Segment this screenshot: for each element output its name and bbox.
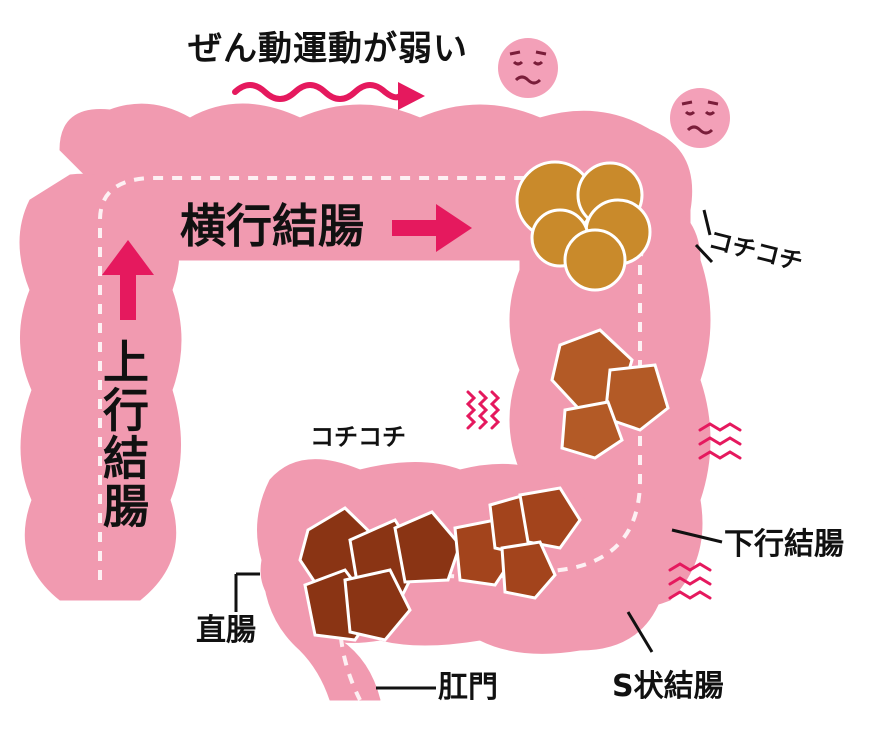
vibration-icon: [698, 422, 742, 460]
sad-face-icon: [498, 38, 558, 98]
arrow-up-icon: [102, 240, 154, 320]
label-transverse-colon: 横行結腸: [180, 199, 364, 253]
label-sigmoid-colon: S状結腸: [612, 669, 724, 704]
label-descending-colon: 下行結腸: [724, 527, 844, 562]
label-hard-left: コチコチ: [310, 423, 406, 451]
wavy-arrow-icon: [232, 82, 425, 110]
stool-hard-light: [515, 160, 652, 292]
stool-hard-dark: [298, 486, 582, 642]
vibration-icon: [668, 562, 712, 600]
label-ascending-colon: 上行結腸: [96, 338, 150, 530]
sad-face-icon: [670, 88, 730, 148]
diagram-title: ぜん動運動が弱い: [188, 29, 468, 69]
arrow-right-icon: [392, 204, 472, 252]
label-rectum: 直腸: [196, 613, 256, 648]
leader-lines: [234, 209, 723, 690]
stool-hard-mid: [550, 328, 670, 460]
label-anus: 肛門: [438, 670, 498, 705]
vibration-icon: [465, 390, 501, 430]
